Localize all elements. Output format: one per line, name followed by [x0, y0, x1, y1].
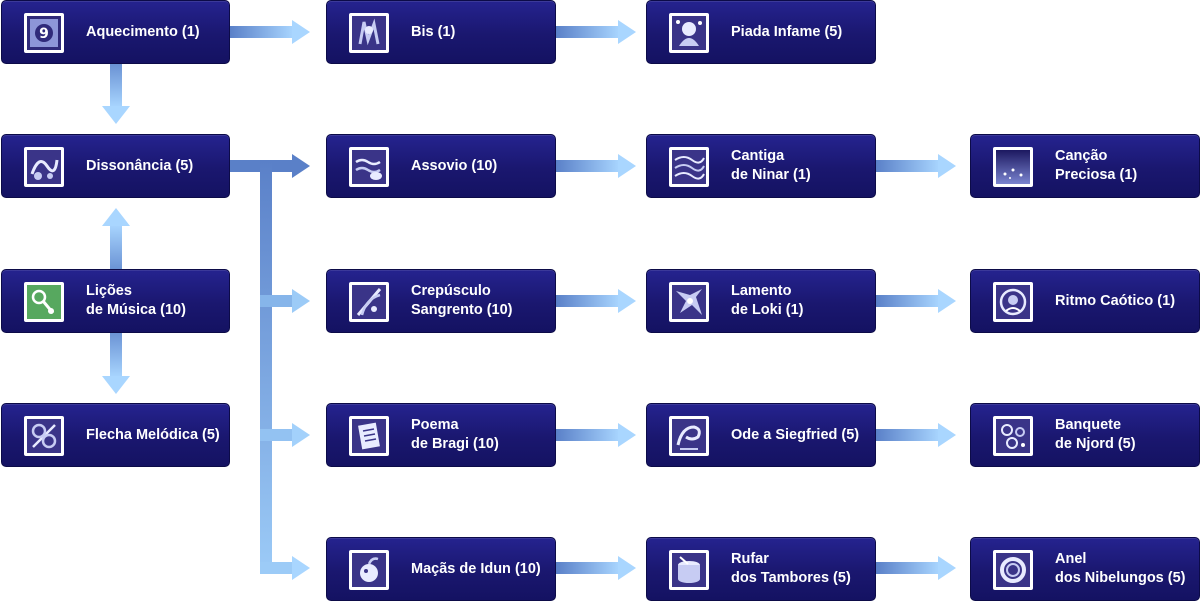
skill-lamento-de-loki[interactable]: Lamento de Loki (1): [646, 269, 876, 333]
precious-song-icon: [993, 147, 1033, 187]
whistle-icon: [349, 147, 389, 187]
skill-label: Bis (1): [411, 23, 456, 40]
bloody-dusk-icon: [349, 282, 389, 322]
skill-banquete-de-njord[interactable]: Banquete de Njord (5): [970, 403, 1200, 467]
skill-label: Banquete de Njord (5): [1055, 417, 1136, 452]
skill-label: Dissonância (5): [86, 157, 194, 174]
arrow-macas-rufar: [556, 556, 636, 580]
arrow-licoes-flecha: [102, 332, 130, 394]
skill-cancao-preciosa[interactable]: Canção Preciosa (1): [970, 134, 1200, 198]
arrow-ode-banquete: [876, 423, 956, 447]
branch-dissonancia: [230, 154, 310, 580]
arrow-licoes-dissonancia: [102, 208, 130, 270]
warm-up-icon: 9: [24, 13, 64, 53]
skill-bis[interactable]: Bis (1): [326, 0, 556, 64]
skill-label: Assovio (10): [411, 157, 498, 174]
skill-piada-infame[interactable]: Piada Infame (5): [646, 0, 876, 64]
skill-crepusculo-sangrento[interactable]: Crepúsculo Sangrento (10): [326, 269, 556, 333]
arrow-assovio-cantiga: [556, 154, 636, 178]
skill-label: Crepúsculo Sangrento (10): [411, 283, 513, 318]
arrow-poema-ode: [556, 423, 636, 447]
skill-licoes-de-musica[interactable]: Lições de Música (10): [1, 269, 230, 333]
svg-text:9: 9: [39, 26, 49, 42]
dissonance-icon: [24, 147, 64, 187]
skill-aquecimento[interactable]: 9 Aquecimento (1): [1, 0, 230, 64]
arrow-aquecimento-dissonancia: [102, 64, 130, 124]
bad-joke-icon: [669, 13, 709, 53]
skill-label: Aquecimento (1): [86, 23, 200, 40]
arrow-crepusculo-lamento: [556, 289, 636, 313]
skill-label: Anel dos Nibelungos (5): [1055, 551, 1186, 586]
skill-label: Lamento de Loki (1): [731, 283, 804, 318]
encore-icon: [349, 13, 389, 53]
skill-label: Canção Preciosa (1): [1055, 148, 1138, 183]
chaotic-rhythm-icon: [993, 282, 1033, 322]
arrow-cantiga-cancao: [876, 154, 956, 178]
idun-apples-icon: [349, 550, 389, 590]
skill-ode-a-siegfried[interactable]: Ode a Siegfried (5): [646, 403, 876, 467]
siegfried-ode-icon: [669, 416, 709, 456]
arrow-rufar-anel: [876, 556, 956, 580]
bragi-poem-icon: [349, 416, 389, 456]
skill-label: Ode a Siegfried (5): [731, 426, 860, 443]
music-lessons-icon: [24, 282, 64, 322]
nibelungen-ring-icon: [993, 550, 1033, 590]
arrow-lamento-ritmo: [876, 289, 956, 313]
skill-rufar-dos-tambores[interactable]: Rufar dos Tambores (5): [646, 537, 876, 601]
skill-label: Lições de Música (10): [86, 283, 186, 318]
skill-assovio[interactable]: Assovio (10): [326, 134, 556, 198]
lullaby-icon: [669, 147, 709, 187]
skill-label: Ritmo Caótico (1): [1055, 292, 1176, 309]
skill-anel-dos-nibelungos[interactable]: Anel dos Nibelungos (5): [970, 537, 1200, 601]
skill-macas-de-idun[interactable]: Maçãs de Idun (10): [326, 537, 556, 601]
njord-banquet-icon: [993, 416, 1033, 456]
loki-lament-icon: [669, 282, 709, 322]
skill-label: Poema de Bragi (10): [411, 417, 499, 452]
skill-poema-de-bragi[interactable]: Poema de Bragi (10): [326, 403, 556, 467]
melody-arrow-icon: [24, 416, 64, 456]
skill-label: Flecha Melódica (5): [86, 426, 220, 443]
arrow-bis-piada-infame: [556, 20, 636, 44]
skill-label: Maçãs de Idun (10): [411, 560, 541, 577]
skill-label: Piada Infame (5): [731, 23, 843, 40]
skill-label: Cantiga de Ninar (1): [731, 148, 811, 183]
arrow-aquecimento-bis: [230, 20, 310, 44]
skill-cantiga-de-ninar[interactable]: Cantiga de Ninar (1): [646, 134, 876, 198]
drum-roll-icon: [669, 550, 709, 590]
skill-ritmo-caotico[interactable]: Ritmo Caótico (1): [970, 269, 1200, 333]
skill-dissonancia[interactable]: Dissonância (5): [1, 134, 230, 198]
skill-label: Rufar dos Tambores (5): [731, 551, 851, 586]
skill-flecha-melodica[interactable]: Flecha Melódica (5): [1, 403, 230, 467]
